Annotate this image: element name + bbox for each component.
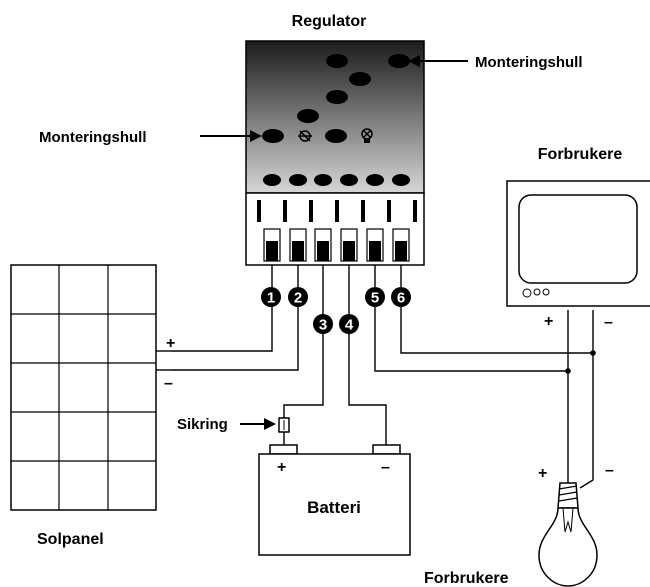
callout-mounting-hole-right: Monteringshull: [408, 54, 583, 71]
terminal-number-6: 6: [397, 290, 405, 307]
monitor-minus-sign: –: [604, 314, 613, 331]
mounting-hole: [326, 90, 348, 104]
screw-hole: [289, 174, 307, 186]
screw-hole: [392, 174, 410, 186]
solar-panel-label: Solpanel: [37, 531, 104, 548]
mounting-hole: [388, 54, 410, 68]
loads-bottom-label: Forbrukere: [424, 570, 509, 587]
light-bulb-icon: [538, 482, 598, 587]
loads-top-label: Forbrukere: [538, 146, 623, 163]
callout-mounting-hole-left: Monteringshull: [39, 129, 262, 146]
mounting-hole: [349, 72, 371, 86]
screw-hole: [340, 174, 358, 186]
monitor-icon: [506, 180, 650, 307]
lamp-minus-sign: –: [605, 462, 614, 479]
battery-body: [258, 453, 411, 556]
panel-minus-sign: –: [164, 375, 173, 392]
monitor-plus-sign: +: [544, 313, 553, 330]
terminal-badge-4: [339, 314, 359, 334]
mounting-hole: [326, 54, 348, 68]
fuse-label: Sikring: [177, 416, 228, 433]
terminal-badge-3: [313, 314, 333, 334]
terminal-numbers: 1 2 3 4 5 6: [261, 287, 411, 334]
mounting-hole-left-label: Monteringshull: [39, 129, 147, 146]
battery-minus-terminal: [372, 444, 401, 455]
terminal-badge-1: [261, 287, 281, 307]
mounting-hole: [262, 129, 284, 143]
mounting-hole: [297, 109, 319, 123]
battery-label: Batteri: [307, 498, 361, 517]
terminal-number-2: 2: [294, 290, 302, 307]
regulator: Regulator: [245, 13, 425, 266]
screw-hole: [263, 174, 281, 186]
screw-hole: [366, 174, 384, 186]
lamp-plus-sign: +: [538, 465, 547, 482]
mounting-hole-right-label: Monteringshull: [475, 54, 583, 71]
terminal-badge-6: [391, 287, 411, 307]
lamp-indicator-icon: [361, 128, 373, 143]
mounting-hole: [325, 129, 347, 143]
fuse: [240, 417, 290, 433]
battery-plus-terminal: [269, 444, 298, 455]
terminal-number-4: 4: [345, 317, 354, 334]
terminal-slots: [257, 200, 417, 262]
regulator-title: Regulator: [292, 13, 367, 30]
terminal-badge-5: [365, 287, 385, 307]
battery-plus-sign: +: [277, 459, 286, 476]
battery: [258, 444, 411, 556]
battery-minus-sign: –: [381, 459, 390, 476]
panel-plus-sign: +: [166, 335, 175, 352]
terminal-number-3: 3: [319, 317, 327, 334]
solar-panel: [10, 264, 172, 511]
screw-hole: [314, 174, 332, 186]
panel-indicator-icon: [298, 130, 312, 142]
terminal-number-5: 5: [371, 290, 379, 307]
terminal-number-1: 1: [267, 290, 275, 307]
terminal-badge-2: [288, 287, 308, 307]
